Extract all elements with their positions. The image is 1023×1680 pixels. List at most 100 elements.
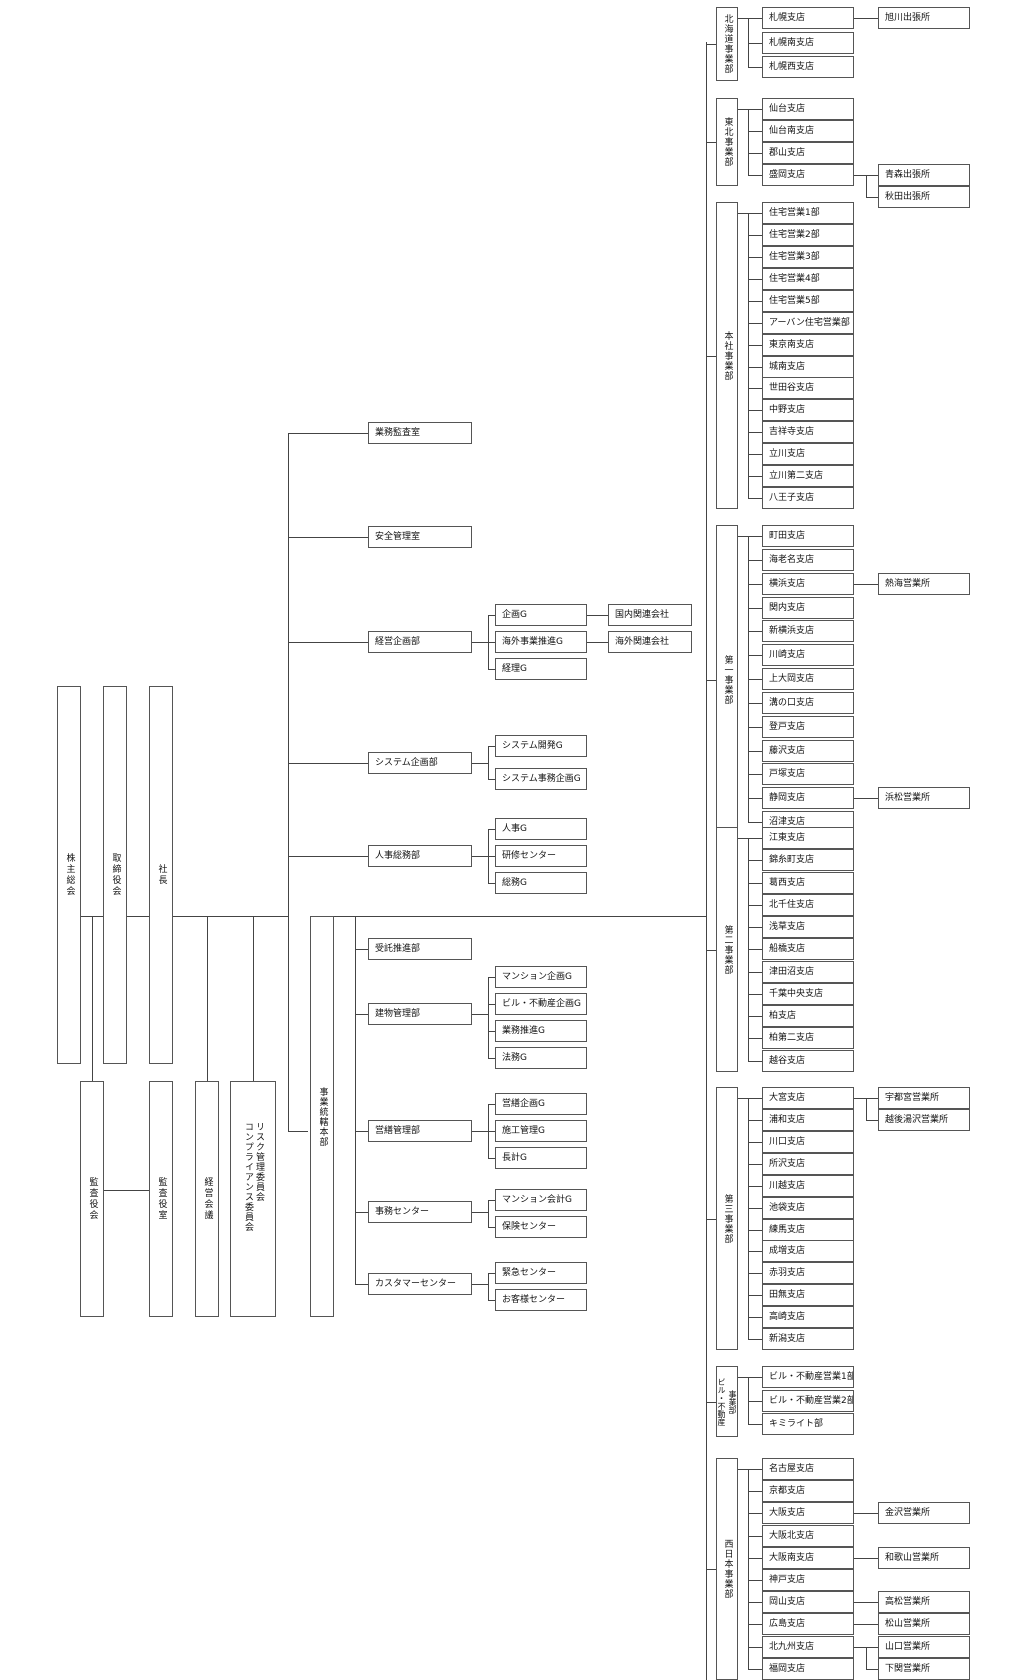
system-planning-group-0: システム開発G [495,735,587,757]
connector [748,67,762,68]
connector [355,949,368,950]
connector [748,476,762,477]
connector [866,1647,867,1669]
branch-5-8: 赤羽支店 [762,1262,854,1284]
repair-mgmt-group-1: 施工管理G [495,1120,587,1142]
office-3-0: 熱海営業所 [878,573,970,595]
division-2: 本社事業部 [716,202,738,509]
risk-committee-label: リスク管理委員会 [254,1122,264,1202]
connector [854,1647,866,1648]
risk-committee-box: リスク管理委員会コンプライアンス委員会 [230,1081,276,1317]
building-mgmt-group-0: マンション企画G [495,966,587,988]
connector [488,1004,495,1005]
connector [748,727,762,728]
connector [748,109,762,110]
connector [854,1513,878,1514]
connector [748,1016,762,1017]
connector [748,109,749,175]
connector [748,131,762,132]
connector [748,1558,762,1559]
connector [866,175,867,197]
connector [748,1164,762,1165]
connector [488,779,495,780]
connector [748,1251,762,1252]
connector [748,883,762,884]
entrusted-box: 受託推進部 [368,938,472,960]
connector [488,1300,495,1301]
branch-4-2: 葛西支店 [762,872,854,894]
connector [748,213,762,214]
branch-5-10: 高崎支店 [762,1306,854,1328]
connector [748,927,762,928]
connector [748,213,749,498]
building-mgmt-group-2: 業務推進G [495,1020,587,1042]
branch-7-4: 大阪南支店 [762,1547,854,1569]
connector [207,916,208,1081]
hr-general-group-2: 総務G [495,872,587,894]
connector [355,1014,368,1015]
connector [748,1377,749,1424]
branch-6-1: ビル・不動産営業2部 [762,1390,854,1412]
branch-4-10: 越谷支店 [762,1050,854,1072]
branch-4-4: 浅草支店 [762,916,854,938]
connector [488,1273,495,1274]
branch-3-11: 静岡支店 [762,787,854,809]
connector [748,608,762,609]
connector [748,1098,749,1339]
connector [748,1061,762,1062]
branch-5-9: 田無支店 [762,1284,854,1306]
branch-2-3: 住宅営業4部 [762,268,854,290]
division-1: 東北事業部 [716,98,738,186]
branch-0-2: 札幌西支店 [762,56,854,78]
connector [748,631,762,632]
connector [866,1120,878,1121]
branch-3-10: 戸塚支店 [762,763,854,785]
branch-4-1: 錦糸町支店 [762,849,854,871]
branch-5-2: 川口支店 [762,1131,854,1153]
branch-3-6: 上大岡支店 [762,668,854,690]
branch-4-6: 津田沼支店 [762,961,854,983]
connector [748,798,762,799]
board-box: 取締役会 [103,686,127,1064]
branch-2-0: 住宅営業1部 [762,202,854,224]
connector [472,1014,488,1015]
connector [748,1669,762,1670]
customer-center-box: カスタマーセンター [368,1273,472,1295]
connector [748,1647,762,1648]
connector [748,536,762,537]
connector [854,1602,878,1603]
connector [355,1284,368,1285]
branch-2-13: 八王子支店 [762,487,854,509]
president-box: 社長 [149,686,173,1064]
connector [92,916,93,1081]
connector [706,1569,716,1570]
branch-1-1: 仙台南支店 [762,120,854,142]
hr-general-group-0: 人事G [495,818,587,840]
connector [748,703,762,704]
office-3-1: 浜松営業所 [878,787,970,809]
branch-5-3: 所沢支店 [762,1153,854,1175]
connector [488,615,495,616]
hr-general-box: 人事総務部 [368,845,472,867]
connector [706,356,716,357]
branch-5-7: 成増支店 [762,1240,854,1262]
office-5-1: 越後湯沢営業所 [878,1109,970,1131]
connector [748,1098,762,1099]
office-center-group-1: 保険センター [495,1216,587,1238]
connector [748,1208,762,1209]
connector [748,454,762,455]
connector [866,1098,867,1120]
connector [706,42,707,1680]
connector [748,1339,762,1340]
customer-center-group-0: 緊急センター [495,1262,587,1284]
connector [748,301,762,302]
connector [288,433,289,1131]
connector [488,1200,495,1201]
connector [355,1212,368,1213]
connector [472,1284,488,1285]
office-7-1: 和歌山営業所 [878,1547,970,1569]
connector [355,1131,368,1132]
connector [488,1131,495,1132]
connector [488,1104,495,1105]
connector [748,972,762,973]
